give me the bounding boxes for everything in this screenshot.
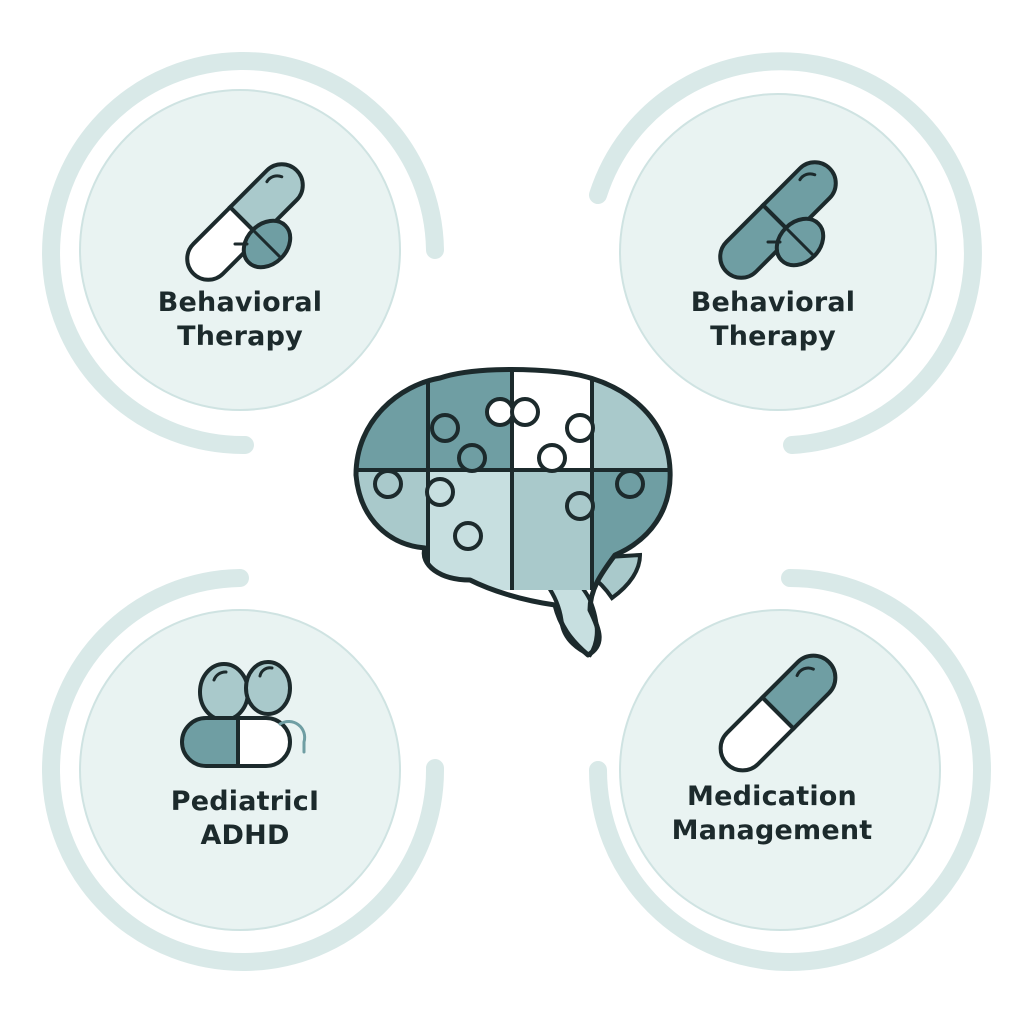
- capsule-icon: [718, 653, 838, 773]
- node-ring-arc: [42, 569, 445, 971]
- node-label-line1: Behavioral: [157, 287, 323, 318]
- node-label-line2: Management: [671, 815, 873, 846]
- node-label-line2: Therapy: [177, 321, 303, 352]
- puzzle-brain-icon: [353, 367, 673, 658]
- pill-pair-icon: [718, 160, 838, 280]
- node-ring-arc: [589, 52, 982, 454]
- pill-pair-icon: [185, 162, 305, 282]
- node-label-top-left: Behavioral Therapy: [90, 286, 390, 354]
- node-bottom-left: [42, 569, 445, 971]
- node-bottom-right: [589, 569, 991, 971]
- node-label-line1: Behavioral: [690, 287, 856, 318]
- node-circle: [619, 609, 941, 931]
- node-label-bottom-right: Medication Management: [622, 780, 922, 848]
- node-label-line2: Therapy: [710, 321, 836, 352]
- node-top-right: [589, 52, 982, 454]
- node-ring-arc: [42, 52, 444, 455]
- node-label-top-right: Behavioral Therapy: [623, 286, 923, 354]
- node-top-left: [42, 52, 444, 455]
- node-label-line2: ADHD: [200, 820, 290, 851]
- node-circle: [79, 609, 401, 931]
- node-label-line1: PediatricI: [170, 786, 320, 817]
- pill-cluster-icon: [180, 660, 307, 768]
- node-label-line1: Medication: [687, 781, 857, 812]
- node-label-bottom-left: PediatricI ADHD: [95, 785, 395, 853]
- node-ring-arc: [589, 569, 991, 971]
